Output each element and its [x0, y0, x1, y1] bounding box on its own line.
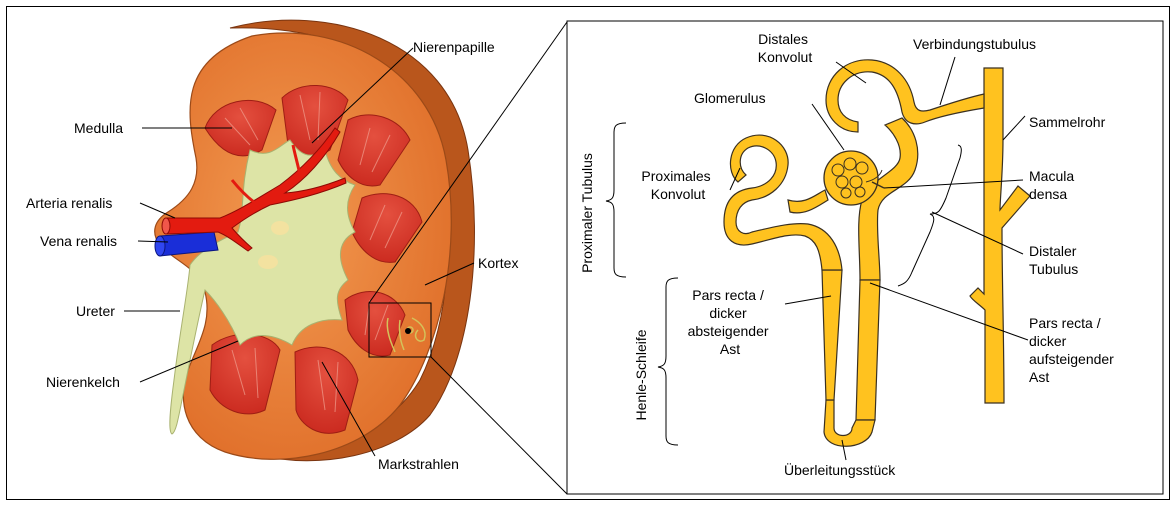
label-medulla: Medulla — [74, 120, 123, 136]
label-kortex: Kortex — [478, 255, 518, 271]
label-nierenkelch: Nierenkelch — [46, 374, 120, 390]
label-ureter: Ureter — [76, 303, 115, 319]
label-henle-schleife: Henle-Schleife — [633, 329, 649, 420]
label-vena-renalis: Vena renalis — [40, 233, 117, 249]
label-markstrahlen: Markstrahlen — [378, 456, 459, 472]
pelvis-highlight — [258, 255, 278, 269]
label-glomerulus: Glomerulus — [694, 90, 766, 106]
label-arteria-renalis: Arteria renalis — [26, 195, 112, 211]
mini-glomerulus — [405, 328, 411, 334]
label-ueberleitungsstueck: Überleitungsstück — [784, 461, 896, 478]
arteria-renalis-end — [162, 218, 170, 234]
label-proximaler-tubulus: Proximaler Tubulus — [579, 153, 595, 273]
pelvis-highlight — [271, 221, 289, 235]
label-sammelrohr: Sammelrohr — [1029, 114, 1106, 130]
label-nierenpapille: Nierenpapille — [413, 39, 495, 55]
vena-renalis-end — [155, 236, 165, 256]
kidney-illustration — [155, 20, 475, 461]
label-verbindungstubulus: Verbindungstubulus — [913, 36, 1036, 52]
